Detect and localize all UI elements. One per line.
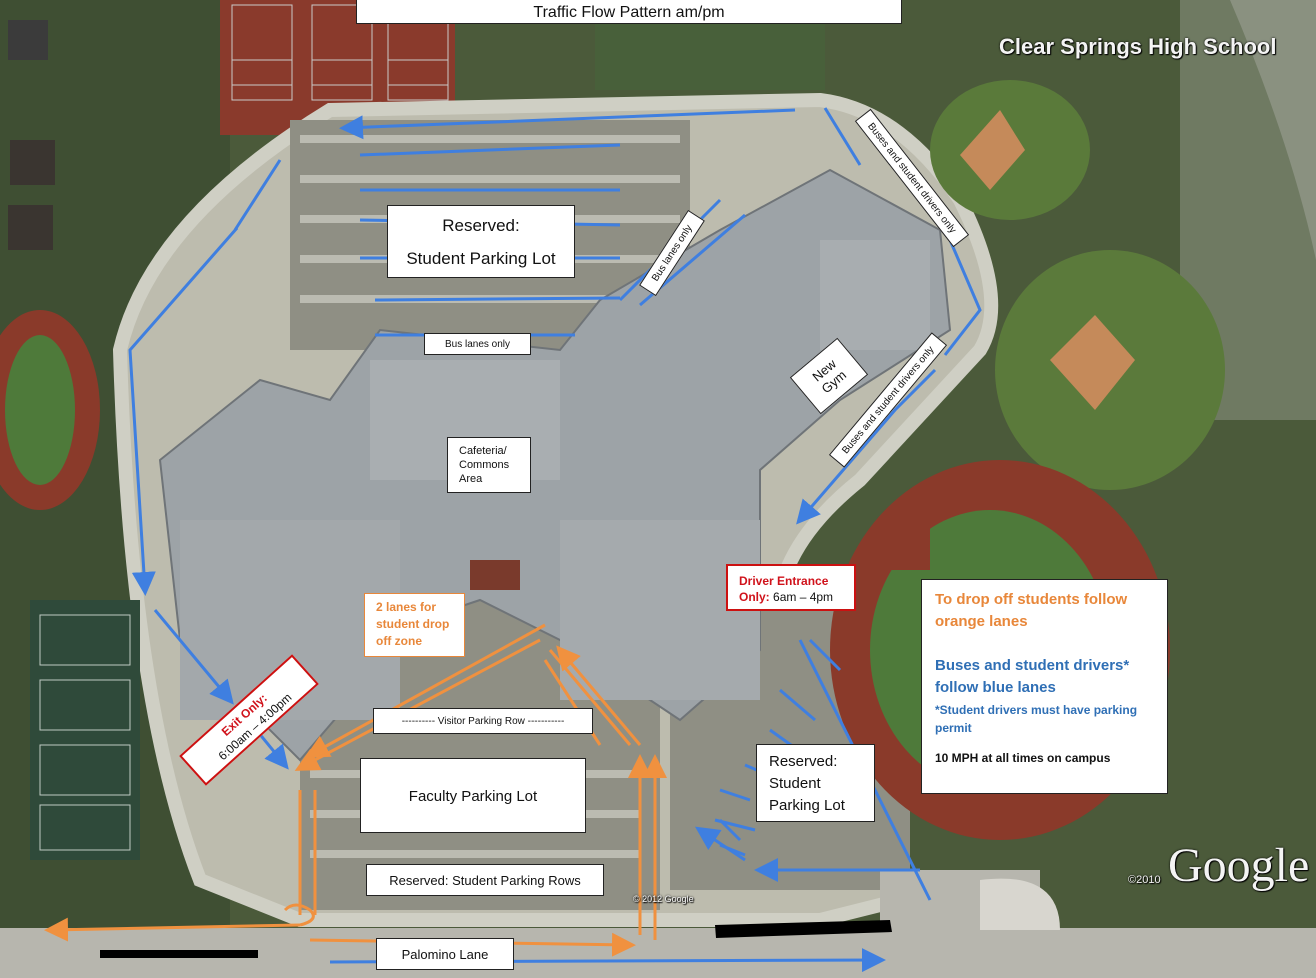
- cafeteria-label: Cafeteria/ Commons Area: [447, 437, 531, 493]
- driver-entrance-line1: Driver Entrance: [739, 574, 829, 588]
- drop-off-zone-label: 2 lanes for student drop off zone: [364, 593, 465, 657]
- cafeteria-line1: Cafeteria/: [459, 445, 507, 457]
- school-name-label: Clear Springs High School: [999, 34, 1277, 59]
- student-parking-lot-bottom-label: Reserved: Student Parking Lot: [756, 744, 875, 822]
- legend-orange-instruction: To drop off students follow orange lanes: [935, 591, 1128, 630]
- faculty-parking-lot-label: Faculty Parking Lot: [360, 758, 586, 833]
- student-lot-bottom-line2: Student: [769, 775, 821, 792]
- drop-off-line2: student drop: [376, 617, 450, 631]
- visitor-parking-row-label: ---------- Visitor Parking Row ---------…: [373, 708, 593, 734]
- driver-entrance-hours: 6am – 4pm: [773, 590, 834, 604]
- legend-permit-note: *Student drivers must have parking permi…: [935, 703, 1138, 735]
- drop-off-line3: off zone: [376, 634, 422, 648]
- cafeteria-line3: Area: [459, 473, 483, 485]
- student-lot-top-line1: Reserved:: [442, 216, 520, 235]
- legend-speed-note: 10 MPH at all times on campus: [935, 751, 1111, 765]
- palomino-lane-label: Palomino Lane: [376, 938, 514, 970]
- student-lot-bottom-line1: Reserved:: [769, 753, 838, 770]
- driver-entrance-label: Driver Entrance Only: 6am – 4pm: [726, 564, 856, 611]
- cafeteria-line2: Commons: [459, 459, 510, 471]
- legend-box: To drop off students follow orange lanes…: [921, 579, 1168, 794]
- student-lot-bottom-line3: Parking Lot: [769, 797, 845, 814]
- reserved-parking-rows-label: Reserved: Student Parking Rows: [366, 864, 604, 896]
- drop-off-line1: 2 lanes for: [376, 600, 437, 614]
- legend-blue-instruction: Buses and student drivers* follow blue l…: [935, 657, 1130, 696]
- copyright-2012: © 2012 Google: [633, 894, 694, 904]
- driver-entrance-only: Only:: [739, 590, 770, 604]
- bus-lanes-label-horizontal: Bus lanes only: [424, 333, 531, 355]
- map-title: Traffic Flow Pattern am/pm: [356, 0, 902, 24]
- copyright-2010: ©2010: [1128, 874, 1161, 886]
- student-lot-top-line2: Student Parking Lot: [406, 249, 556, 268]
- student-parking-lot-top-label: Reserved: Student Parking Lot: [387, 205, 575, 278]
- google-logo: Google: [1168, 839, 1310, 892]
